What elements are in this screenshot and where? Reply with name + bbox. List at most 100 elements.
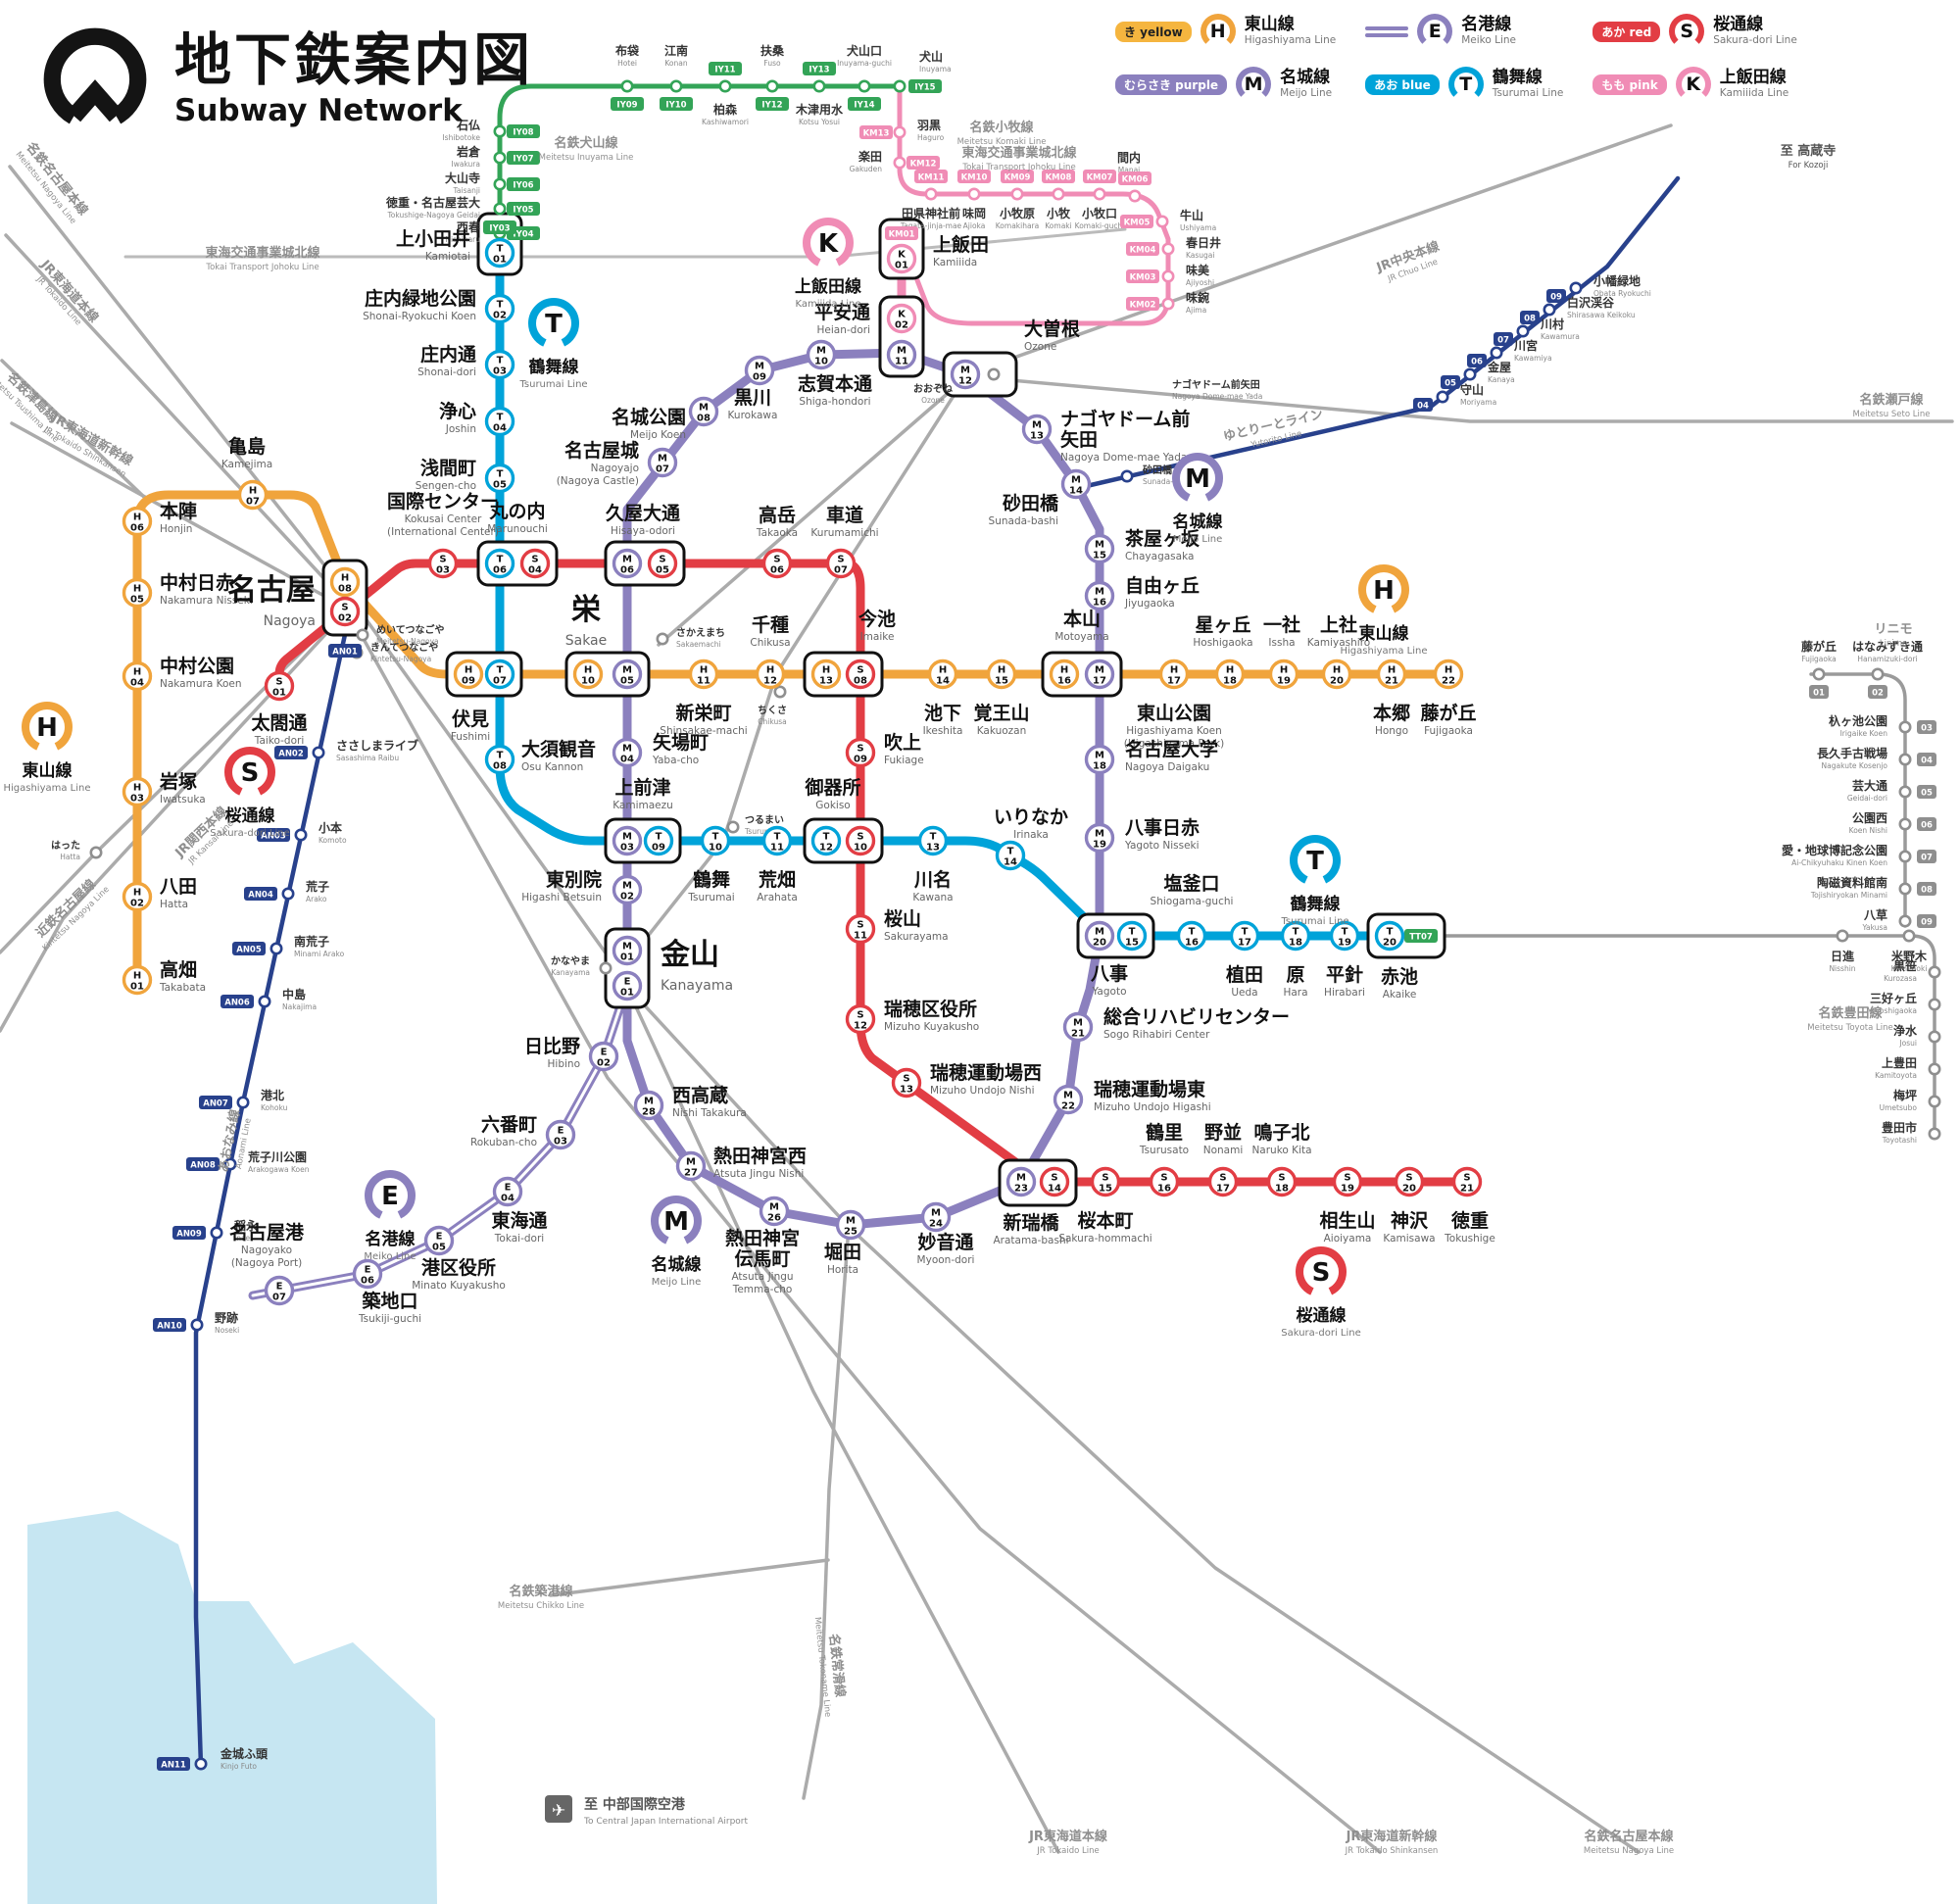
- line-badge-name: 鶴舞線: [529, 357, 579, 377]
- station-name: 伏見: [452, 708, 489, 730]
- station-name: 久屋大通: [606, 502, 681, 524]
- station-marker: [1116, 920, 1148, 952]
- station-name-en: Kawamura: [1541, 332, 1580, 341]
- station-dot: [1898, 753, 1912, 766]
- railline-name: 名鉄瀬戸線: [1859, 392, 1924, 408]
- station-dot: [1516, 324, 1530, 338]
- station-name-en: Chikusa: [750, 637, 790, 649]
- station-name-en: Komaki: [1045, 221, 1071, 230]
- station-name-en: Inuyama-guchi: [837, 59, 892, 68]
- station-name-en-2: (Nagoya Castle): [557, 475, 639, 487]
- station-line-letter: M: [622, 665, 632, 676]
- station-name: 木津用水: [795, 102, 844, 117]
- station-name: 徳重・名古屋芸大: [385, 195, 480, 210]
- station-line-letter: M: [769, 1202, 779, 1213]
- station-code-chip: [660, 97, 693, 111]
- station-number: 09: [753, 372, 766, 383]
- station-number: 16: [1093, 598, 1106, 609]
- railline-name-en: Linimo: [1880, 639, 1907, 649]
- station-marker: [950, 359, 981, 390]
- station-line-letter: M: [686, 1157, 696, 1168]
- line-badge-ring-icon: [1172, 453, 1223, 504]
- station-number: 28: [642, 1107, 656, 1118]
- station-marker: [572, 659, 604, 690]
- station-name: ナゴヤドーム前: [1060, 408, 1190, 430]
- station-name: 熱田神宮: [725, 1227, 800, 1249]
- station-name-en: Ajima: [1186, 306, 1206, 315]
- station-marker: [1084, 822, 1115, 854]
- station-line-letter: M: [931, 1208, 941, 1219]
- station-line-letter: H: [1226, 665, 1234, 676]
- station-dot: [1569, 281, 1583, 295]
- station-name-en: Komaki-guchi: [1075, 221, 1125, 230]
- station-S04: S04: [519, 548, 551, 579]
- station-name: 国際センター: [387, 490, 499, 513]
- station-name-en: Chayagasaka: [1125, 551, 1194, 562]
- station-line-letter: S: [837, 555, 844, 565]
- station-line-letter: S: [857, 832, 863, 843]
- station-code-chip: [906, 156, 940, 170]
- station-number: 15: [1093, 551, 1106, 561]
- line-color-chip: むらさき purple: [1115, 73, 1228, 95]
- station-dot: [669, 79, 683, 93]
- station-name-en-2: (Nagoya Port): [231, 1257, 302, 1269]
- station-dot: [281, 887, 295, 901]
- station-code-chip: [328, 644, 362, 658]
- station-code: KM11: [918, 173, 945, 183]
- station-name: 八事: [1091, 962, 1128, 985]
- station-marker: [484, 406, 515, 437]
- station-code-chip: [885, 226, 918, 240]
- station-name-en: Nagoya Dome-mae Yada: [1060, 452, 1187, 464]
- station-line-letter: S: [857, 1010, 863, 1021]
- station-dot: [1052, 187, 1065, 201]
- station-number: 04: [501, 1194, 514, 1204]
- station-marker: [1084, 580, 1115, 611]
- station-code-chip: [1404, 929, 1438, 943]
- railline-name-en: Meitetsu Nagoya Line: [1584, 1846, 1674, 1856]
- station-name: 東海通: [491, 1209, 548, 1232]
- station-marker: [810, 659, 842, 690]
- station-line-letter: M: [1032, 420, 1042, 431]
- station-name-en: Yagoto: [1091, 986, 1126, 998]
- station-number: 03: [493, 366, 507, 377]
- station-dot: [294, 828, 308, 842]
- station-code: IY05: [513, 206, 533, 216]
- line-badge-icon: T: [1447, 67, 1484, 102]
- station-code: IY13: [808, 66, 829, 75]
- station-code: 06: [1471, 358, 1483, 367]
- station-code-chip: [199, 1096, 232, 1109]
- station-name-en: Sasashima Raibu: [336, 754, 399, 762]
- station-dot: [858, 79, 871, 93]
- station-code: 07: [1921, 854, 1933, 863]
- station-name-en: Hibino: [548, 1058, 580, 1070]
- station-code-chip: [507, 124, 540, 138]
- station-marker: [1060, 468, 1092, 500]
- station-name-en: Sengen-cho: [416, 480, 476, 492]
- line-badge-icon: M: [1236, 67, 1272, 102]
- station-code-chip: [1868, 685, 1887, 699]
- station-number: 18: [1289, 938, 1302, 949]
- line-badge-name: 鶴舞線: [1291, 894, 1341, 914]
- station-code: AN04: [248, 891, 273, 901]
- station-name: 味美: [1186, 263, 1210, 277]
- station-name-en: Ishibotoke: [442, 133, 480, 142]
- station-code: IY08: [513, 128, 533, 138]
- station-marker: [329, 596, 361, 627]
- station-line-letter: T: [930, 832, 937, 843]
- line-badge-ring-icon: [1296, 1246, 1347, 1297]
- station-name-en: Taiko-dori: [254, 735, 304, 747]
- railline-meitetsu-tsushima: [0, 359, 149, 502]
- station-marker: [845, 913, 876, 945]
